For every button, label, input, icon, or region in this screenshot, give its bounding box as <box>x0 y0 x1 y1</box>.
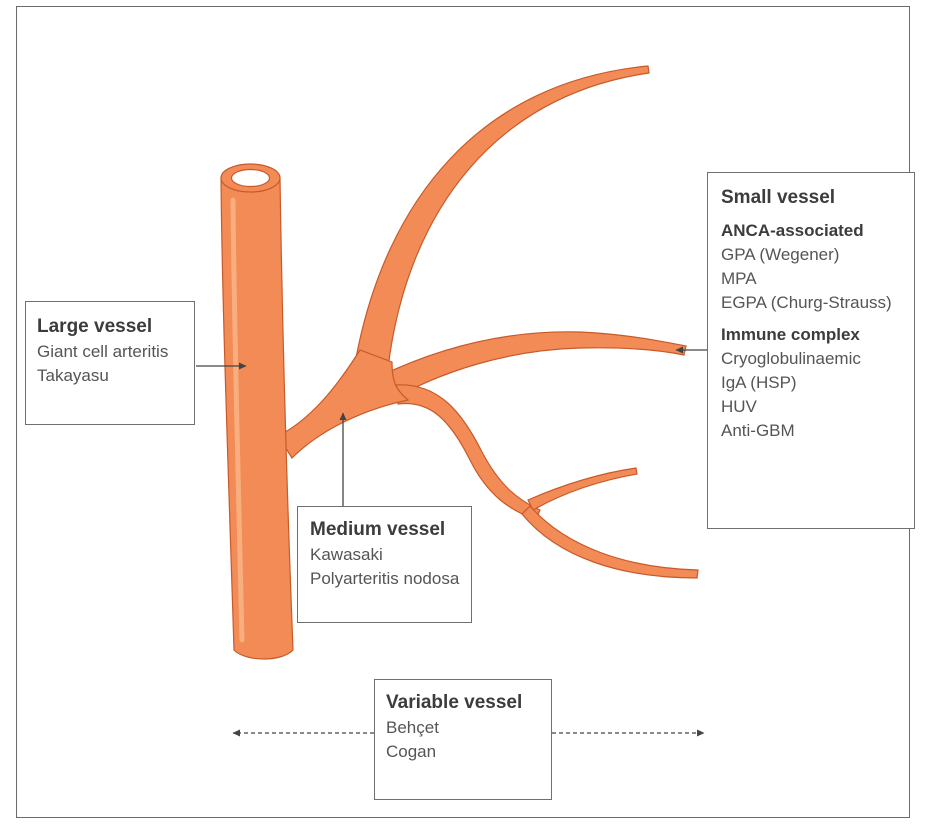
small-vessel-title: Small vessel <box>721 185 914 211</box>
small-vessel-item: Cryoglobulinaemic <box>721 347 914 371</box>
variable-vessel-item: Cogan <box>386 740 551 764</box>
large-vessel-item: Takayasu <box>37 364 194 388</box>
variable-vessel-item: Behçet <box>386 716 551 740</box>
medium-vessel-title: Medium vessel <box>310 517 471 543</box>
large-vessel-box: Large vessel Giant cell arteritis Takaya… <box>25 301 195 425</box>
large-vessel-item: Giant cell arteritis <box>37 340 194 364</box>
small-vessel-item: MPA <box>721 267 914 291</box>
lower-twig-lower <box>522 506 698 578</box>
small-vessel-item: EGPA (Churg-Strauss) <box>721 291 914 315</box>
large-vessel-title: Large vessel <box>37 314 194 340</box>
immune-complex-heading: Immune complex <box>721 323 914 347</box>
small-vessel-item: Anti-GBM <box>721 419 914 443</box>
lower-twig-upper <box>528 468 637 510</box>
medium-vessel-item: Polyarteritis nodosa <box>310 567 471 591</box>
medium-vessel-item: Kawasaki <box>310 543 471 567</box>
variable-vessel-box: Variable vessel Behçet Cogan <box>374 679 552 800</box>
variable-vessel-title: Variable vessel <box>386 690 551 716</box>
vessel-lumen-inner <box>232 170 270 187</box>
upper-branch <box>356 66 649 368</box>
small-vessel-item: HUV <box>721 395 914 419</box>
small-vessel-box: Small vessel ANCA-associated GPA (Wegene… <box>707 172 915 529</box>
lower-branch <box>395 385 540 520</box>
medium-vessel-box: Medium vessel Kawasaki Polyarteritis nod… <box>297 506 472 623</box>
small-vessel-item: IgA (HSP) <box>721 371 914 395</box>
anca-associated-heading: ANCA-associated <box>721 219 914 243</box>
small-vessel-item: GPA (Wegener) <box>721 243 914 267</box>
